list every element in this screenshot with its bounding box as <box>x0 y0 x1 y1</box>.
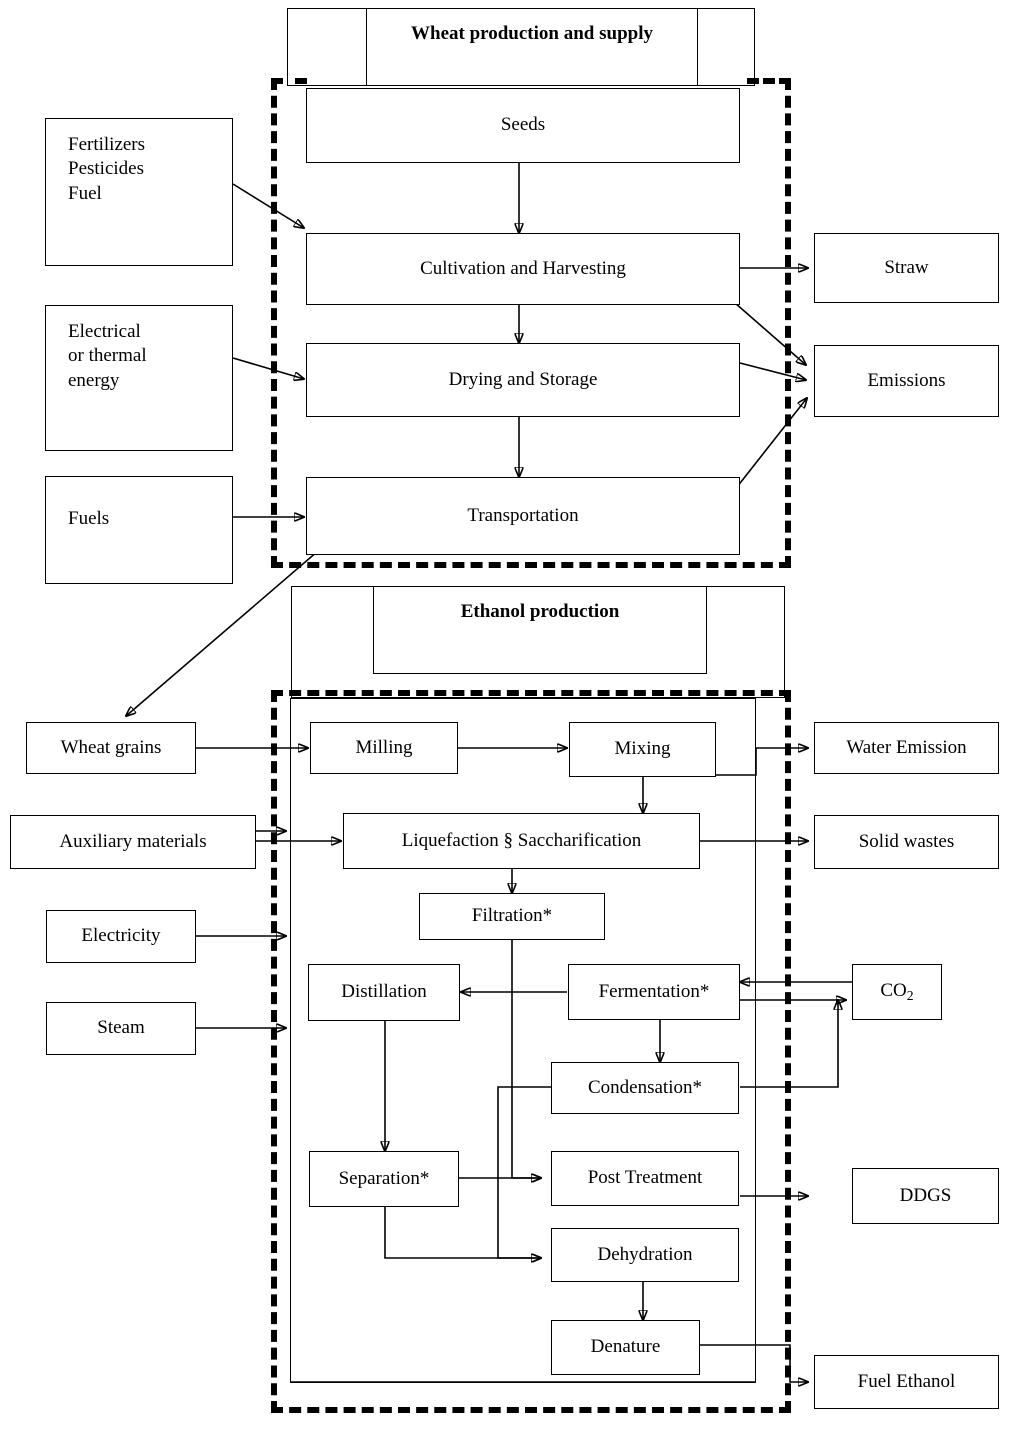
box-seeds-label: Seeds <box>500 114 546 136</box>
box-electricity[interactable]: Electricity <box>46 910 196 963</box>
box-co2-label: CO2 <box>880 980 914 1004</box>
box-cultivation-label: Cultivation and Harvesting <box>420 257 626 279</box>
box-fertilizers[interactable]: Fertilizers Pesticides Fuel <box>45 118 233 266</box>
box-liquefaction-saccharification[interactable]: Liquefaction § Saccharification <box>343 813 700 869</box>
box-steam[interactable]: Steam <box>46 1002 196 1055</box>
box-auxiliary-materials-label: Auxiliary materials <box>59 830 207 852</box>
box-wheat-grains[interactable]: Wheat grains <box>26 722 196 774</box>
box-wheat-grains-label: Wheat grains <box>60 736 162 758</box>
box-fuel-ethanol-label: Fuel Ethanol <box>857 1370 956 1392</box>
box-energy-line-2: or thermal <box>68 345 147 367</box>
box-transportation[interactable]: Transportation <box>306 477 740 555</box>
box-post-treatment[interactable]: Post Treatment <box>551 1151 739 1206</box>
ethanol-section-title-label: Ethanol production <box>460 601 620 622</box>
box-water-emission[interactable]: Water Emission <box>814 722 999 774</box>
box-emissions-label: Emissions <box>867 369 946 391</box>
box-seeds[interactable]: Seeds <box>306 88 740 163</box>
box-mixing[interactable]: Mixing <box>569 722 716 777</box>
wheat-boundary-top-right <box>747 78 791 84</box>
box-straw-label: Straw <box>884 256 929 278</box>
box-energy-line-1: Electrical <box>68 321 141 342</box>
box-distillation[interactable]: Distillation <box>308 964 460 1021</box>
box-ddgs[interactable]: DDGS <box>852 1168 999 1224</box>
box-condensation[interactable]: Condensation* <box>551 1062 739 1114</box>
box-solid-wastes-label: Solid wastes <box>858 830 955 852</box>
box-cultivation-and-harvesting[interactable]: Cultivation and Harvesting <box>306 233 740 305</box>
box-water-emission-label: Water Emission <box>846 736 967 758</box>
box-separation[interactable]: Separation* <box>309 1151 459 1207</box>
box-mixing-label: Mixing <box>614 738 671 760</box>
box-fertilizers-line-3: Fuel <box>68 182 102 204</box>
box-post-treatment-label: Post Treatment <box>587 1167 703 1189</box>
box-electricity-label: Electricity <box>81 925 161 947</box>
box-milling[interactable]: Milling <box>310 722 458 774</box>
box-drying-label: Drying and Storage <box>448 368 598 390</box>
box-auxiliary-materials[interactable]: Auxiliary materials <box>10 815 256 869</box>
box-distillation-label: Distillation <box>341 981 427 1003</box>
box-emissions[interactable]: Emissions <box>814 345 999 417</box>
box-drying-and-storage[interactable]: Drying and Storage <box>306 343 740 417</box>
ethanol-section-title: Ethanol production <box>373 586 707 674</box>
box-energy-line-3: energy <box>68 369 120 391</box>
box-electrical-or-thermal-energy[interactable]: Electrical or thermal energy <box>45 305 233 451</box>
box-transportation-label: Transportation <box>467 504 579 526</box>
box-separation-label: Separation* <box>338 1167 430 1189</box>
box-fuels[interactable]: Fuels <box>45 476 233 584</box>
box-filtration-label: Filtration* <box>471 905 553 927</box>
box-condensation-label: Condensation* <box>588 1076 702 1098</box>
box-milling-label: Milling <box>355 736 413 758</box>
box-solid-wastes[interactable]: Solid wastes <box>814 815 999 869</box>
box-dehydration[interactable]: Dehydration <box>551 1228 739 1282</box>
wheat-boundary-top-left <box>271 78 307 84</box>
box-fermentation-label: Fermentation* <box>598 980 710 1002</box>
ethanol-boundary-top <box>271 690 791 696</box>
box-filtration[interactable]: Filtration* <box>419 893 605 940</box>
wheat-section-title-label: Wheat production and supply <box>411 23 653 44</box>
box-fuels-line-1: Fuels <box>68 508 110 529</box>
box-fermentation[interactable]: Fermentation* <box>568 964 740 1020</box>
box-fertilizers-line-1: Fertilizers <box>68 134 146 155</box>
box-denature-label: Denature <box>590 1336 661 1358</box>
box-dehydration-label: Dehydration <box>597 1243 693 1265</box>
box-straw[interactable]: Straw <box>814 233 999 303</box>
box-co2[interactable]: CO2 <box>852 964 942 1020</box>
box-denature[interactable]: Denature <box>551 1320 700 1375</box>
box-liquefaction-label: Liquefaction § Saccharification <box>401 829 642 851</box>
wheat-section-title: Wheat production and supply <box>366 8 698 86</box>
box-ddgs-label: DDGS <box>899 1184 952 1206</box>
box-fertilizers-line-2: Pesticides <box>68 158 144 180</box>
box-steam-label: Steam <box>97 1017 145 1039</box>
box-fuel-ethanol[interactable]: Fuel Ethanol <box>814 1355 999 1409</box>
